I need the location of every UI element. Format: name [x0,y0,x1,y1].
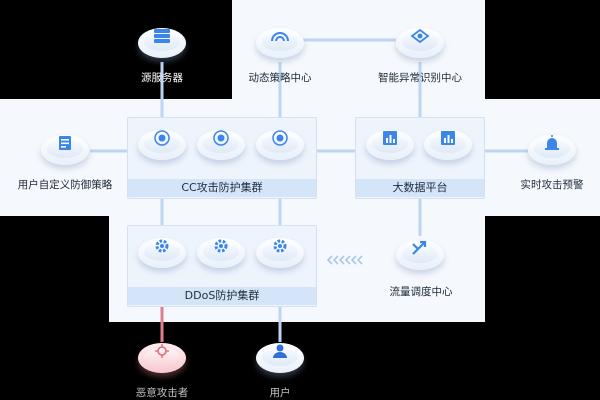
ddos-node-1 [138,232,186,274]
cc-node-2 [197,124,245,166]
traffic-chevrons [326,255,363,265]
gear-icon [211,236,231,256]
user-icon [270,341,290,361]
server-icon [152,26,172,46]
signal-icon [270,26,290,46]
document-icon [55,133,75,153]
virus-icon [152,341,172,361]
bar-chart-icon [438,128,458,148]
alarm-icon [542,133,562,153]
traffic-center-label: 流量调度中心 [389,286,453,298]
ddos-node-2 [197,232,245,274]
target-icon [270,128,290,148]
realtime-alert-node [528,129,576,171]
custom-policy-node [41,129,89,171]
cc-node-3 [256,124,304,166]
bigdata-node-2 [424,124,472,166]
user-node [256,337,304,379]
gear-icon [152,236,172,256]
bigdata-label: 大数据平台 [356,179,484,197]
bar-chart-icon [380,128,400,148]
realtime-alert-label: 实时攻击预警 [520,179,584,191]
cc-node-1 [138,124,186,166]
attacker-node [138,337,186,379]
cc-cluster-label: CC攻击防护集群 [128,179,316,197]
bigdata-node-1 [366,124,414,166]
anomaly-center-node [396,22,444,64]
gear-icon [270,236,290,256]
user-label: 用户 [269,387,291,399]
diagram-background-top [232,0,485,117]
dynamic-policy-label: 动态策略中心 [248,72,312,84]
eye-scan-icon [410,26,430,46]
target-icon [211,128,231,148]
origin-server-label: 源服务器 [141,72,183,84]
dynamic-policy-node [256,22,304,64]
ddos-node-3 [256,232,304,274]
origin-server-node [138,22,186,64]
route-arrows-icon [410,238,430,258]
traffic-center-node [396,234,444,276]
custom-policy-label: 用户自定义防御策略 [17,179,113,191]
ddos-cluster-label: DDoS防护集群 [128,287,316,305]
attacker-label: 恶意攻击者 [135,387,189,399]
target-icon [152,128,172,148]
anomaly-center-label: 智能异常识别中心 [378,72,462,84]
